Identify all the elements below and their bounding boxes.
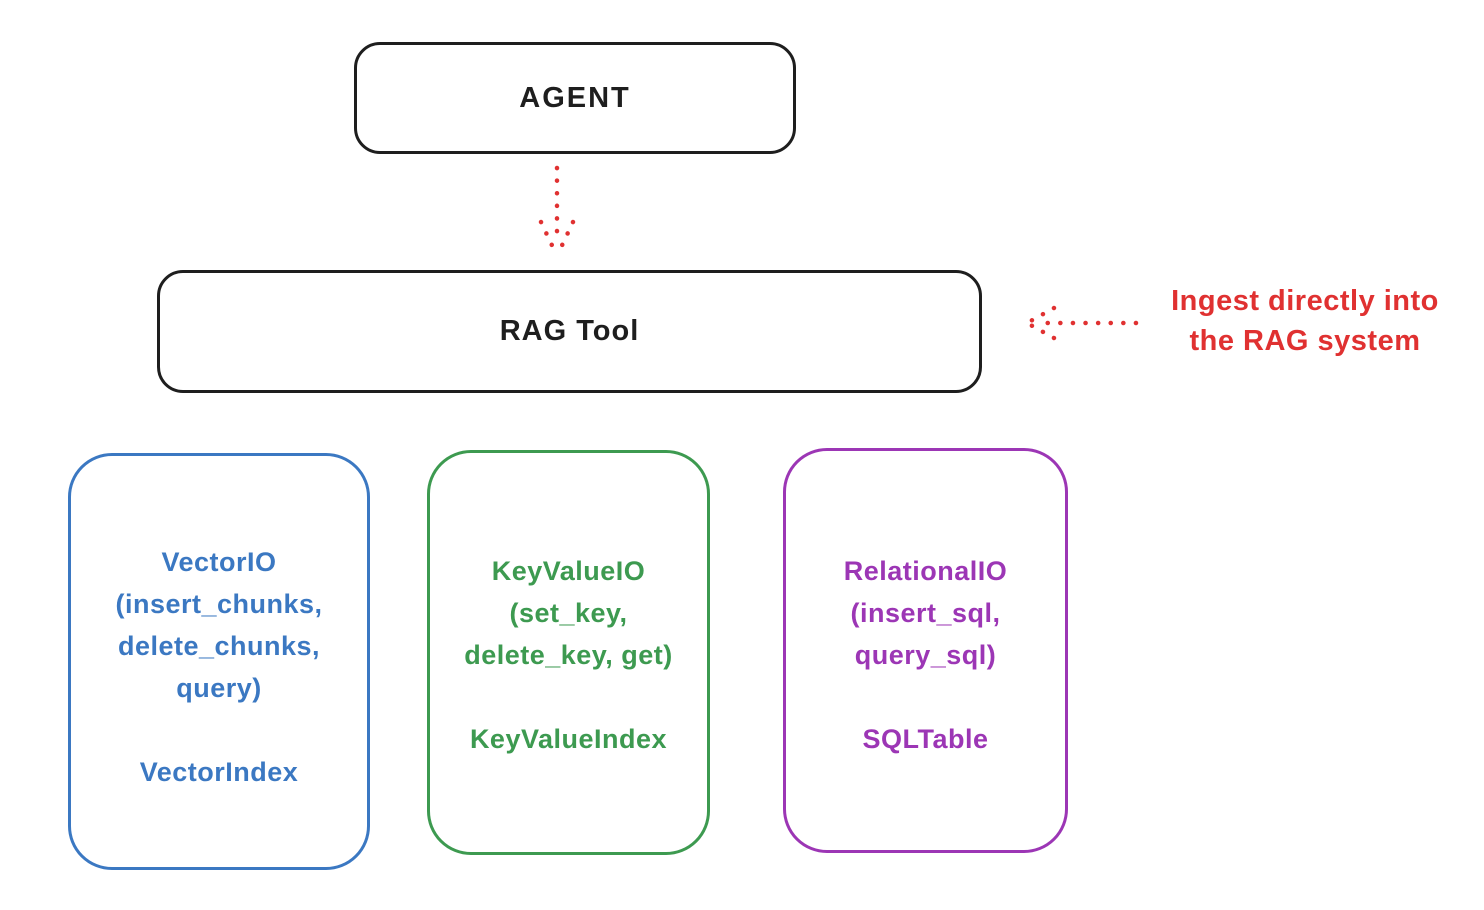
vector-io-node: VectorIO (insert_chunks, delete_chunks, … — [68, 453, 370, 870]
arrowhead-bottom-stroke — [1024, 320, 1057, 341]
vector-index-label: VectorIndex — [139, 757, 299, 787]
keyvalue-io-spacer — [430, 676, 707, 718]
rag-tool-label: RAG Tool — [499, 315, 640, 347]
agent-label: AGENT — [519, 81, 631, 114]
relational-io-node: RelationalIO (insert_sql, query_sql) SQL… — [783, 448, 1068, 853]
ingest-annotation-line-2: the RAG system — [1189, 325, 1421, 357]
vector-io-title: VectorIO — [161, 547, 277, 577]
sql-table-label: SQLTable — [862, 724, 989, 754]
relational-io-methods-line-2: query_sql) — [854, 640, 997, 670]
relational-io-methods-line-1: (insert_sql, — [850, 598, 1001, 628]
arrowhead-right-stroke — [554, 219, 576, 259]
arrowhead-left-stroke — [538, 219, 560, 259]
rag-tool-node: RAG Tool — [157, 270, 982, 393]
vector-io-methods-line-2: delete_chunks, — [117, 631, 321, 661]
keyvalue-io-methods-line-1: (set_key, — [509, 598, 628, 628]
arrowhead-top-stroke — [1024, 305, 1057, 326]
vector-io-methods-line-3: query) — [176, 673, 262, 703]
vector-io-spacer — [71, 709, 367, 751]
relational-io-spacer — [786, 676, 1065, 718]
keyvalue-io-title: KeyValueIO — [491, 556, 646, 586]
ingest-annotation: Ingest directly into the RAG system — [1140, 281, 1470, 361]
relational-io-title: RelationalIO — [843, 556, 1008, 586]
keyvalue-io-node: KeyValueIO (set_key, delete_key, get) Ke… — [427, 450, 710, 855]
agent-node: AGENT — [354, 42, 796, 154]
ingest-annotation-line-1: Ingest directly into — [1171, 285, 1439, 317]
arrow-agent-to-rag-icon — [538, 165, 576, 259]
keyvalue-io-methods-line-2: delete_key, get) — [464, 640, 673, 670]
keyvalue-index-label: KeyValueIndex — [469, 724, 668, 754]
vector-io-methods-line-1: (insert_chunks, — [115, 589, 323, 619]
arrow-annotation-to-rag-icon — [1024, 305, 1139, 341]
